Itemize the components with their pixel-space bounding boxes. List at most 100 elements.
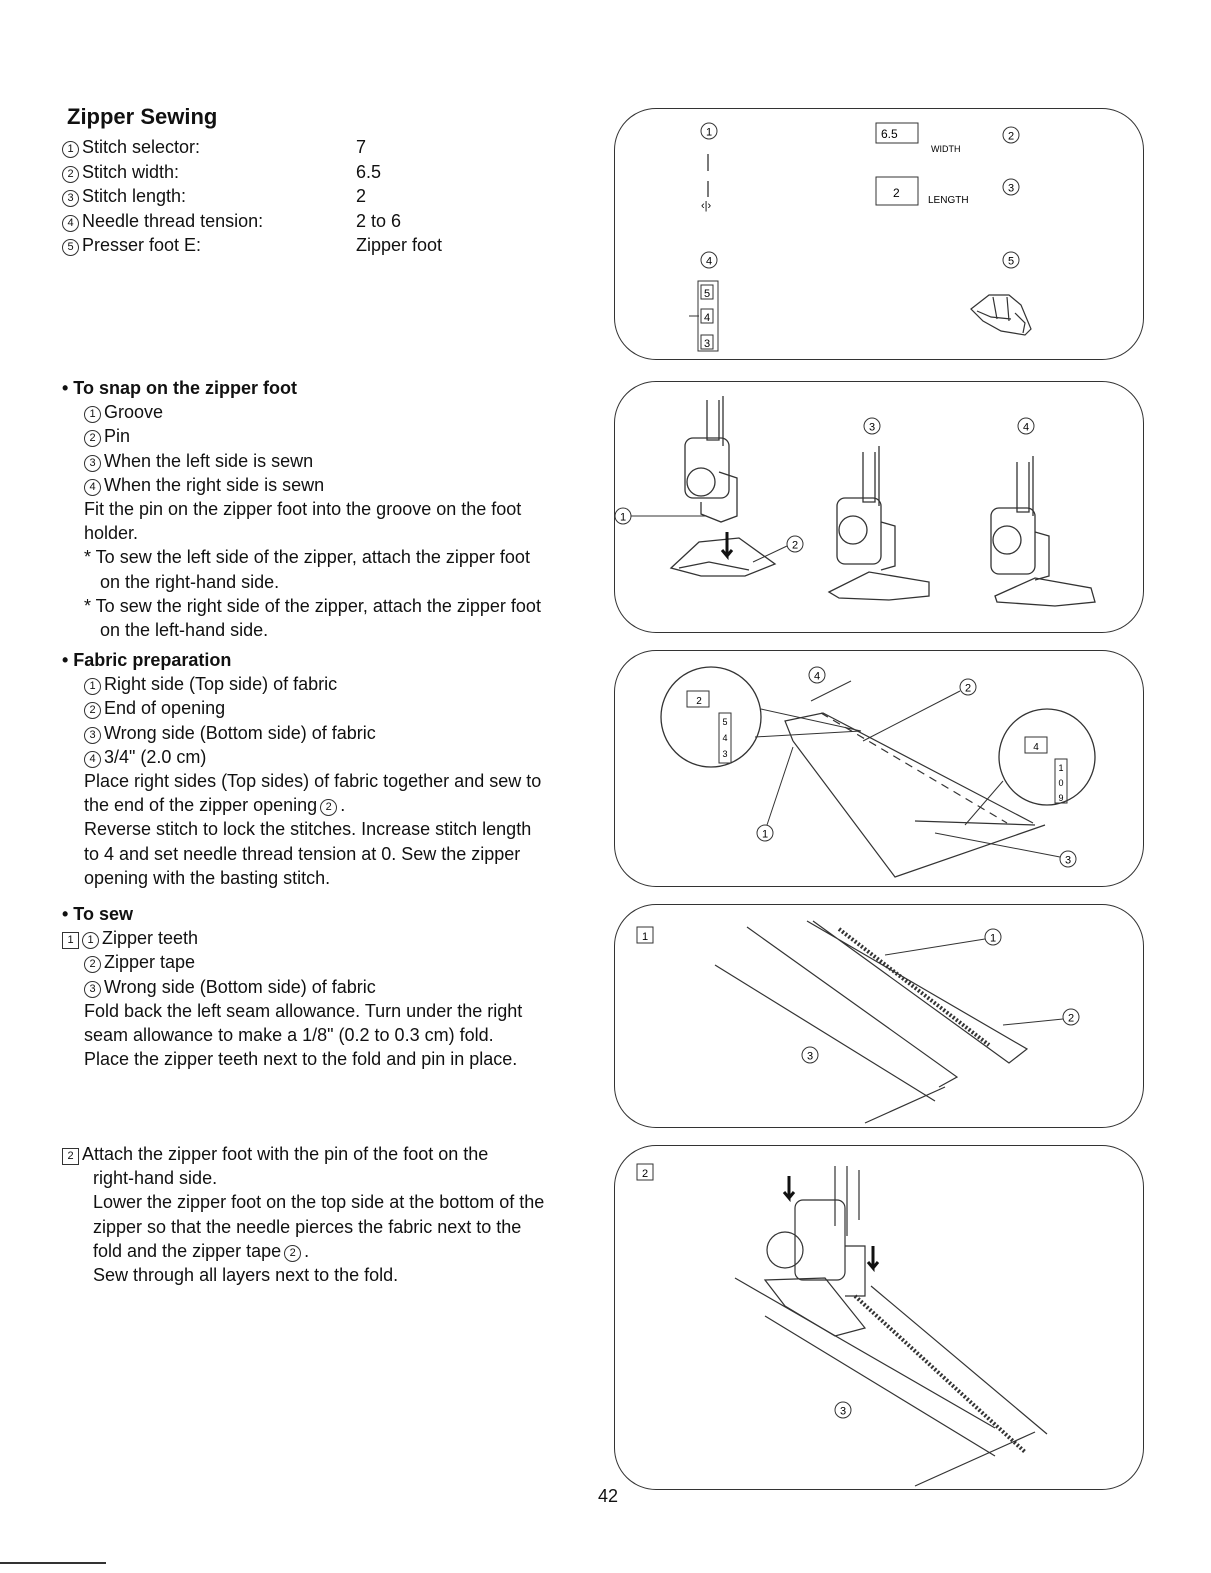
svg-text:0: 0	[1058, 778, 1063, 788]
callout-number: 1	[62, 141, 79, 158]
body-text: Reverse stitch to lock the stitches. Inc…	[84, 819, 532, 840]
presser-foot-holder-icon	[669, 396, 777, 577]
body-text: Fit the pin on the zipper foot into the …	[84, 499, 522, 520]
foot-left-side-icon	[827, 446, 930, 601]
callout-3: 3	[1059, 850, 1077, 868]
setting-value: 2	[356, 186, 367, 206]
svg-text:1: 1	[1058, 763, 1063, 773]
setting-value: 2 to 6	[356, 210, 402, 231]
setting-value: 7	[356, 137, 367, 157]
svg-text:4: 4	[704, 312, 710, 324]
setting-value: Zipper foot	[356, 235, 443, 255]
callout-1: 1	[615, 507, 632, 525]
svg-text:2: 2	[893, 186, 900, 200]
body-text: to 4 and set needle thread tension at 0.…	[84, 843, 521, 864]
body-text: opening with the basting stitch.	[84, 867, 331, 888]
svg-text:WIDTH: WIDTH	[931, 144, 961, 154]
svg-text:3: 3	[840, 1406, 846, 1418]
length-display	[875, 176, 919, 206]
svg-text:2: 2	[965, 683, 971, 695]
snap-foot-illustration: 1 2 3 4	[614, 381, 1144, 633]
body-text: holder.	[84, 523, 139, 544]
svg-text:4: 4	[814, 671, 820, 683]
body-text: zipper so that the needle pierces the fa…	[93, 1216, 522, 1237]
setting-value: 6.5	[356, 161, 382, 182]
page-title: Zipper Sewing	[67, 104, 218, 129]
zipper-foot-icon	[763, 1166, 867, 1337]
svg-text:LENGTH: LENGTH	[928, 195, 969, 206]
svg-text:1: 1	[706, 127, 712, 139]
svg-text:4: 4	[1023, 422, 1029, 434]
width-display	[875, 122, 919, 144]
note-text: on the right-hand side.	[100, 571, 280, 592]
setting-label: Stitch length:	[82, 186, 187, 206]
stitch-symbol: ‹|›	[701, 200, 712, 212]
zipper-foot-icon	[970, 294, 1032, 336]
note-text: * To sew the left side of the zipper, at…	[84, 547, 530, 568]
setting-label: Stitch width:	[82, 161, 180, 182]
callout-3: 3	[801, 1046, 819, 1064]
note-text: on the left-hand side.	[100, 620, 269, 641]
note-text: * To sew the right side of the zipper, a…	[84, 595, 541, 616]
svg-text:1: 1	[990, 933, 996, 945]
svg-text:3: 3	[704, 338, 710, 350]
svg-text:4: 4	[1033, 742, 1039, 753]
fabric-prep-illustration: 2 5 4 3 1 2 3 4 4 1 0 9	[614, 650, 1144, 887]
length-detail-circle: 2 5 4 3	[660, 666, 762, 768]
callout-1: 1	[756, 824, 774, 842]
step-number: 1	[62, 932, 79, 950]
setting-label: Needle thread tension:	[82, 210, 264, 231]
zipper-placement-illustration: 1 1 2 3	[614, 904, 1144, 1128]
tension-dial: 5 4 3	[689, 280, 719, 352]
svg-text:2: 2	[1068, 1013, 1074, 1025]
footer-rule	[0, 1562, 106, 1564]
callout-number: 2	[62, 165, 79, 183]
callout-5: 5	[1002, 251, 1020, 269]
svg-text:2: 2	[1008, 131, 1014, 143]
svg-text:4: 4	[706, 256, 712, 268]
settings-illustration: 1 ‹|› 6.5 WIDTH 2 2 LENGTH 3 4 5 4 3 5	[614, 108, 1144, 360]
body-text: right-hand side.	[93, 1168, 218, 1189]
svg-text:2: 2	[792, 540, 798, 552]
callout-4: 4	[1017, 417, 1035, 435]
svg-text:3: 3	[722, 749, 727, 759]
zipper-icon	[806, 920, 1029, 1064]
callout-2: 2	[786, 535, 804, 553]
body-text: Lower the zipper foot on the top side at…	[93, 1192, 545, 1213]
fabric-and-zipper	[734, 1277, 1048, 1487]
callout-1: 1	[700, 122, 718, 140]
fabric-panel	[784, 712, 1046, 878]
section-heading: • To snap on the zipper foot	[62, 378, 297, 398]
step-number: 2	[62, 1148, 79, 1165]
body-text: Place the zipper teeth next to the fold …	[84, 1049, 518, 1070]
body-text: Fold back the left seam allowance. Turn …	[84, 1000, 523, 1021]
sewing-zipper-illustration: 2 3	[614, 1145, 1144, 1490]
svg-text:2: 2	[696, 696, 702, 707]
callout-3: 3	[863, 417, 881, 435]
setting-label: Stitch selector:	[82, 137, 201, 157]
svg-text:3: 3	[1065, 855, 1071, 867]
svg-text:5: 5	[722, 717, 727, 727]
body-text: Sew through all layers next to the fold.	[93, 1265, 399, 1286]
callout-number: 5	[62, 239, 79, 256]
callout-number: 3	[62, 190, 79, 207]
callout-2: 2	[1002, 126, 1020, 144]
fabric-fold	[714, 926, 959, 1124]
svg-text:3: 3	[1008, 183, 1014, 195]
callout-3: 3	[1002, 178, 1020, 196]
down-arrow-icon	[782, 1176, 796, 1203]
